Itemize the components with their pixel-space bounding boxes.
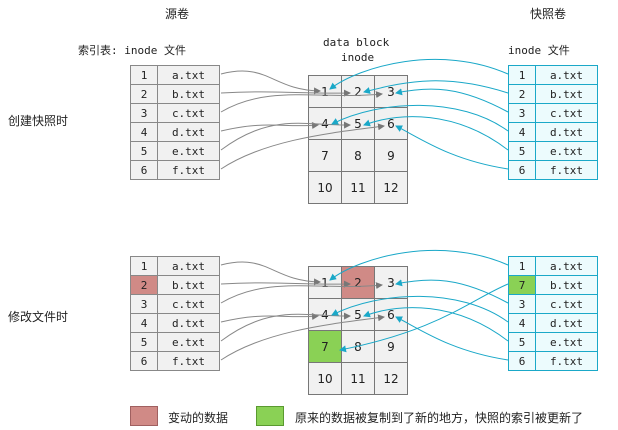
file-cell: a.txt bbox=[157, 256, 220, 276]
data-block: 10 bbox=[308, 362, 342, 395]
inode-cell: 3 bbox=[508, 294, 536, 314]
data-block: 1 bbox=[308, 75, 342, 108]
file-cell: a.txt bbox=[535, 256, 598, 276]
inode-cell: 6 bbox=[508, 160, 536, 180]
inode-cell: 1 bbox=[130, 65, 158, 85]
inode-cell: 6 bbox=[508, 351, 536, 371]
file-cell: b.txt bbox=[157, 84, 220, 104]
file-cell: d.txt bbox=[535, 122, 598, 142]
data-block: 7 bbox=[308, 139, 342, 172]
file-cell: f.txt bbox=[157, 160, 220, 180]
file-cell: d.txt bbox=[157, 313, 220, 333]
file-cell: e.txt bbox=[535, 141, 598, 161]
file-cell: b.txt bbox=[535, 84, 598, 104]
file-cell: a.txt bbox=[157, 65, 220, 85]
source-arrows-top bbox=[220, 70, 385, 170]
inode-cell: 4 bbox=[508, 122, 536, 142]
data-block: 9 bbox=[374, 139, 408, 172]
inode-cell: 3 bbox=[130, 294, 158, 314]
file-cell: e.txt bbox=[535, 332, 598, 352]
source-volume-title: 源卷 bbox=[165, 7, 190, 21]
snapshot-index-label: inode 文件 bbox=[508, 44, 570, 57]
data-block: 11 bbox=[341, 171, 375, 204]
source-arrows-bottom bbox=[220, 261, 385, 361]
data-block: 9 bbox=[374, 330, 408, 363]
snapshot-volume-title: 快照卷 bbox=[530, 7, 567, 21]
legend-changed-label: 变动的数据 bbox=[168, 411, 229, 425]
changed-inode-cell: 2 bbox=[130, 275, 158, 295]
inode-cell: 3 bbox=[130, 103, 158, 123]
file-cell: f.txt bbox=[535, 160, 598, 180]
file-cell: e.txt bbox=[157, 332, 220, 352]
data-block: 12 bbox=[374, 171, 408, 204]
inode-label: inode bbox=[341, 51, 375, 64]
snapshot-arrows-top bbox=[329, 58, 509, 170]
legend-changed-swatch bbox=[130, 406, 158, 426]
section-modify-file: 修改文件时 bbox=[8, 310, 69, 324]
data-block: 8 bbox=[341, 139, 375, 172]
file-cell: f.txt bbox=[157, 351, 220, 371]
data-block: 11 bbox=[341, 362, 375, 395]
index-table-label: 索引表: inode 文件 bbox=[78, 44, 186, 57]
inode-cell: 2 bbox=[130, 84, 158, 104]
inode-cell: 6 bbox=[130, 160, 158, 180]
data-block-label: data block bbox=[323, 36, 390, 49]
data-block: 5 bbox=[341, 107, 375, 140]
file-cell: c.txt bbox=[157, 294, 220, 314]
file-cell: f.txt bbox=[535, 351, 598, 371]
legend-moved-label: 原来的数据被复制到了新的地方，快照的索引被更新了 bbox=[295, 411, 584, 425]
data-block: 12 bbox=[374, 362, 408, 395]
file-cell: b.txt bbox=[157, 275, 220, 295]
file-cell: c.txt bbox=[535, 103, 598, 123]
file-cell: e.txt bbox=[157, 141, 220, 161]
file-cell: c.txt bbox=[157, 103, 220, 123]
file-cell: d.txt bbox=[157, 122, 220, 142]
legend-moved-swatch bbox=[256, 406, 284, 426]
file-cell: b.txt bbox=[535, 275, 598, 295]
snapshot-arrows-bottom bbox=[329, 249, 509, 361]
inode-cell: 4 bbox=[130, 313, 158, 333]
data-block: 10 bbox=[308, 171, 342, 204]
section-create-snapshot: 创建快照时 bbox=[8, 114, 69, 128]
